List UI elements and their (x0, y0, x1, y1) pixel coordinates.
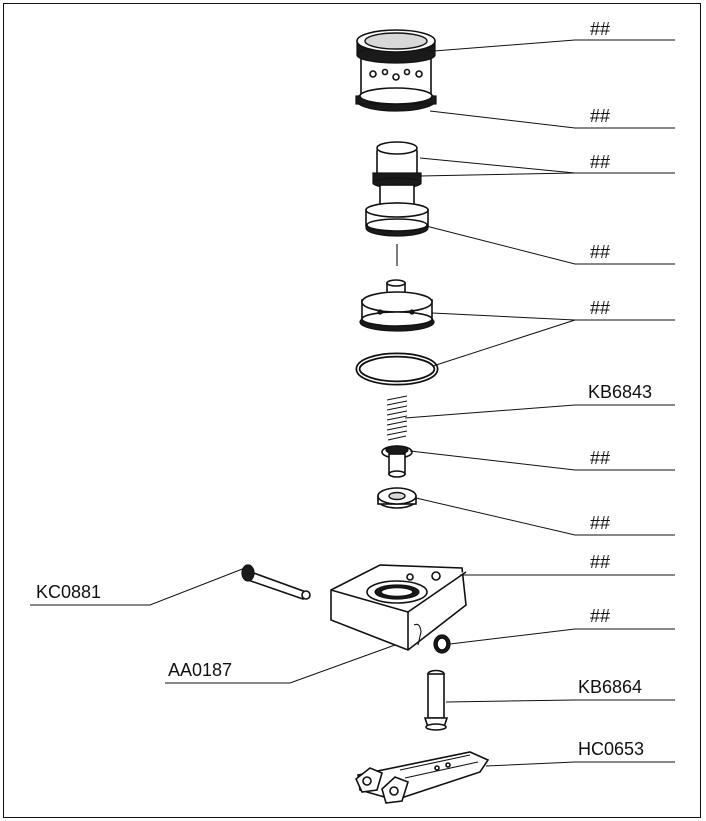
callout-label: ## (590, 513, 610, 533)
callout-label: ## (590, 552, 610, 572)
callout-label: ## (590, 242, 610, 262)
pin-part (423, 669, 449, 731)
leader-lines (404, 39, 675, 767)
callout-label: ## (590, 106, 610, 126)
callout-label: ## (590, 152, 610, 172)
callout-label-hc0653: HC0653 (578, 739, 644, 759)
left-leader-lines (30, 567, 396, 684)
washer-part (377, 487, 417, 509)
callout-label: ## (590, 19, 610, 39)
callout-label-kb6864: KB6864 (578, 677, 642, 697)
spring-part (386, 395, 408, 441)
base-block-part (330, 564, 467, 651)
callout-label-kc0881: KC0881 (36, 582, 101, 602)
callout-label-aa0187: AA0187 (168, 660, 232, 680)
o-ring-part (355, 352, 439, 386)
callout-label: ## (590, 298, 610, 318)
callout-label: ## (590, 448, 610, 468)
bracket-part (355, 751, 490, 804)
callout-label-kb6843: KB6843 (588, 382, 652, 402)
callout-label: ## (590, 606, 610, 626)
long-screw-part (241, 564, 311, 600)
drawing-frame (3, 3, 701, 818)
valve-body-part (359, 279, 435, 332)
spool-part (365, 141, 429, 266)
small-washer-part (433, 634, 451, 654)
poppet-part (381, 445, 413, 478)
top-sleeve-part (355, 29, 437, 112)
